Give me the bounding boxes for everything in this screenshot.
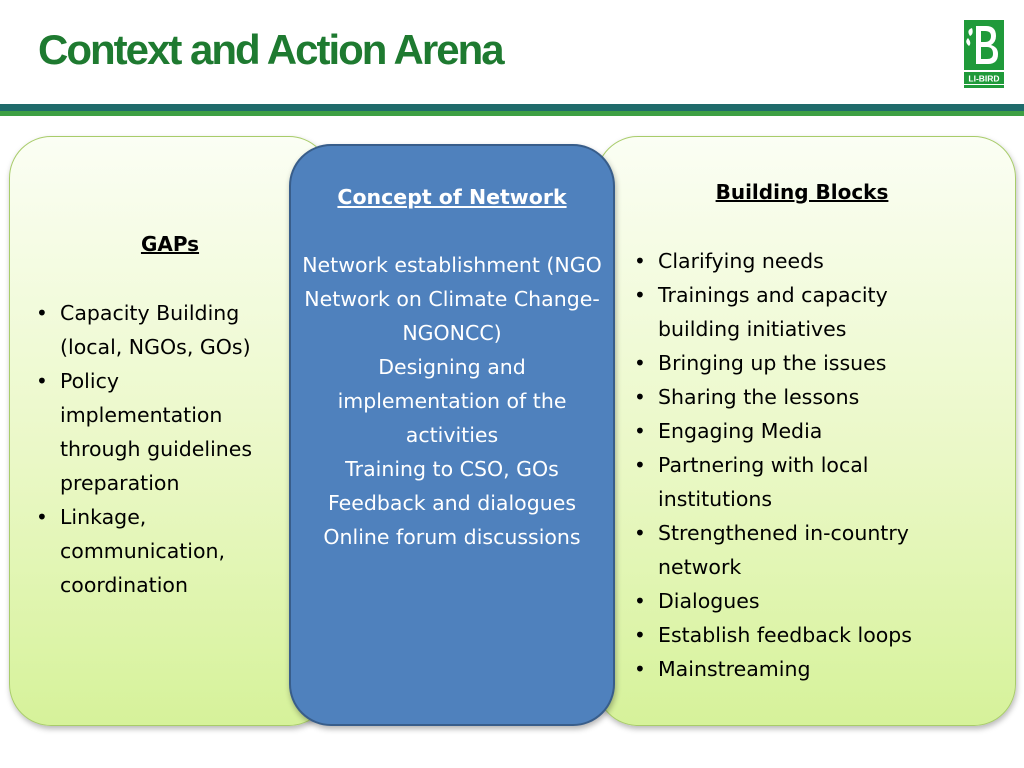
concept-network-panel (289, 144, 615, 726)
logo-text: LI-BIRD (968, 74, 999, 84)
building-blocks-item: Mainstreaming (632, 652, 972, 686)
building-blocks-list: Clarifying needs Trainings and capacity … (632, 244, 972, 686)
building-blocks-item: Sharing the lessons (632, 380, 972, 414)
concept-network-line: Training to CSO, GOs (345, 457, 559, 481)
concept-network-line: Network establishment (NGO Network on Cl… (302, 253, 602, 345)
header-rule-light (0, 111, 1024, 116)
building-blocks-item: Dialogues (632, 584, 972, 618)
slide-title: Context and Action Arena (38, 26, 505, 73)
li-bird-logo: LI-BIRD (962, 18, 1006, 90)
gaps-list: Capacity Building (local, NGOs, GOs) Pol… (34, 296, 284, 602)
gaps-item: Policy implementation through guidelines… (34, 364, 284, 500)
building-blocks-item: Bringing up the issues (632, 346, 972, 380)
building-blocks-item: Trainings and capacity building initiati… (632, 278, 972, 346)
gaps-heading: GAPs (140, 232, 200, 256)
header-rule-dark (0, 104, 1024, 111)
building-blocks-item: Partnering with local institutions (632, 448, 972, 516)
concept-network-heading: Concept of Network (337, 185, 567, 209)
building-blocks-item: Establish feedback loops (632, 618, 972, 652)
concept-network-line: Feedback and dialogues (327, 491, 577, 515)
concept-network-line: Online forum discussions (323, 525, 581, 549)
building-blocks-item: Engaging Media (632, 414, 972, 448)
building-blocks-item: Strengthened in-country network (632, 516, 972, 584)
concept-network-text: Concept of Network Network establishment… (300, 180, 604, 554)
building-blocks-heading: Building Blocks (715, 180, 889, 204)
building-blocks-item: Clarifying needs (632, 244, 972, 278)
gaps-item: Capacity Building (local, NGOs, GOs) (34, 296, 284, 364)
gaps-item: Linkage, communication, coordination (34, 500, 284, 602)
concept-network-line: Designing and implementation of the acti… (337, 355, 567, 447)
